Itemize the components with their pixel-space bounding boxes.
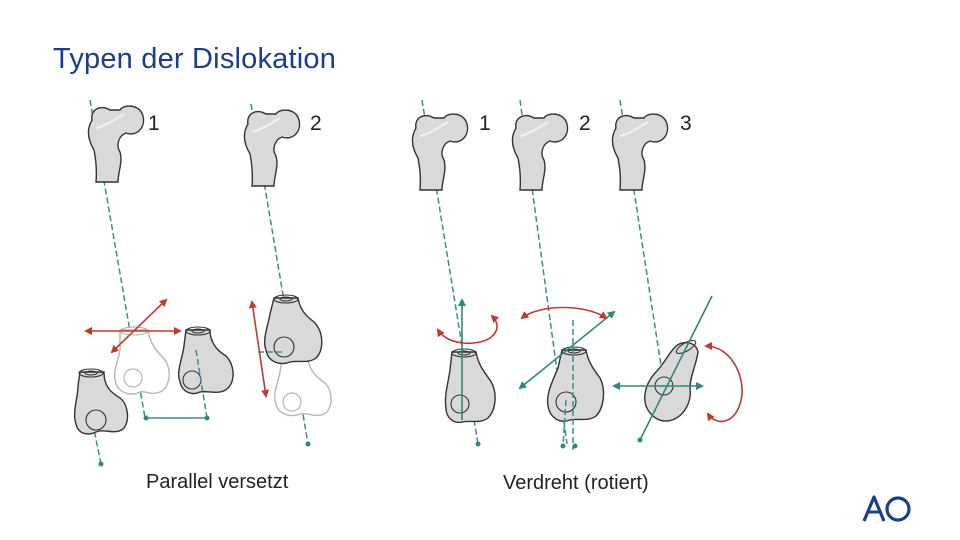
rotation-axis-arrow — [518, 310, 616, 390]
rotation-arrow — [704, 342, 743, 423]
ghost-distal-femur — [273, 359, 332, 417]
parallel-1-group — [73, 99, 234, 467]
label-rotated-3: 3 — [680, 112, 692, 135]
slide-title: Typen der Dislokation — [53, 43, 337, 75]
distal-femur-displaced — [263, 297, 323, 365]
caption-rotated: Verdreht (rotiert) — [503, 472, 649, 494]
rotation-arrow — [520, 306, 608, 320]
distal-femur-rotated — [444, 351, 496, 424]
ao-logo — [862, 495, 911, 522]
axis-line — [639, 295, 713, 441]
label-parallel-1: 1 — [148, 112, 160, 135]
rotated-2-group — [511, 99, 616, 450]
distal-femur-shifted — [177, 329, 234, 395]
translation-arrow — [110, 298, 168, 354]
label-rotated-2: 2 — [579, 112, 591, 135]
rotated-1-group — [411, 99, 500, 447]
rotation-arrow — [436, 314, 500, 345]
rotated-3-group — [611, 99, 743, 443]
translation-arrow — [248, 300, 270, 398]
label-parallel-2: 2 — [310, 112, 322, 135]
label-rotated-1: 1 — [479, 112, 491, 135]
caption-parallel: Parallel versetzt — [146, 471, 289, 493]
parallel-2-group — [243, 103, 332, 447]
distal-femur-displaced — [73, 371, 129, 435]
ghost-distal-femur — [113, 329, 170, 395]
